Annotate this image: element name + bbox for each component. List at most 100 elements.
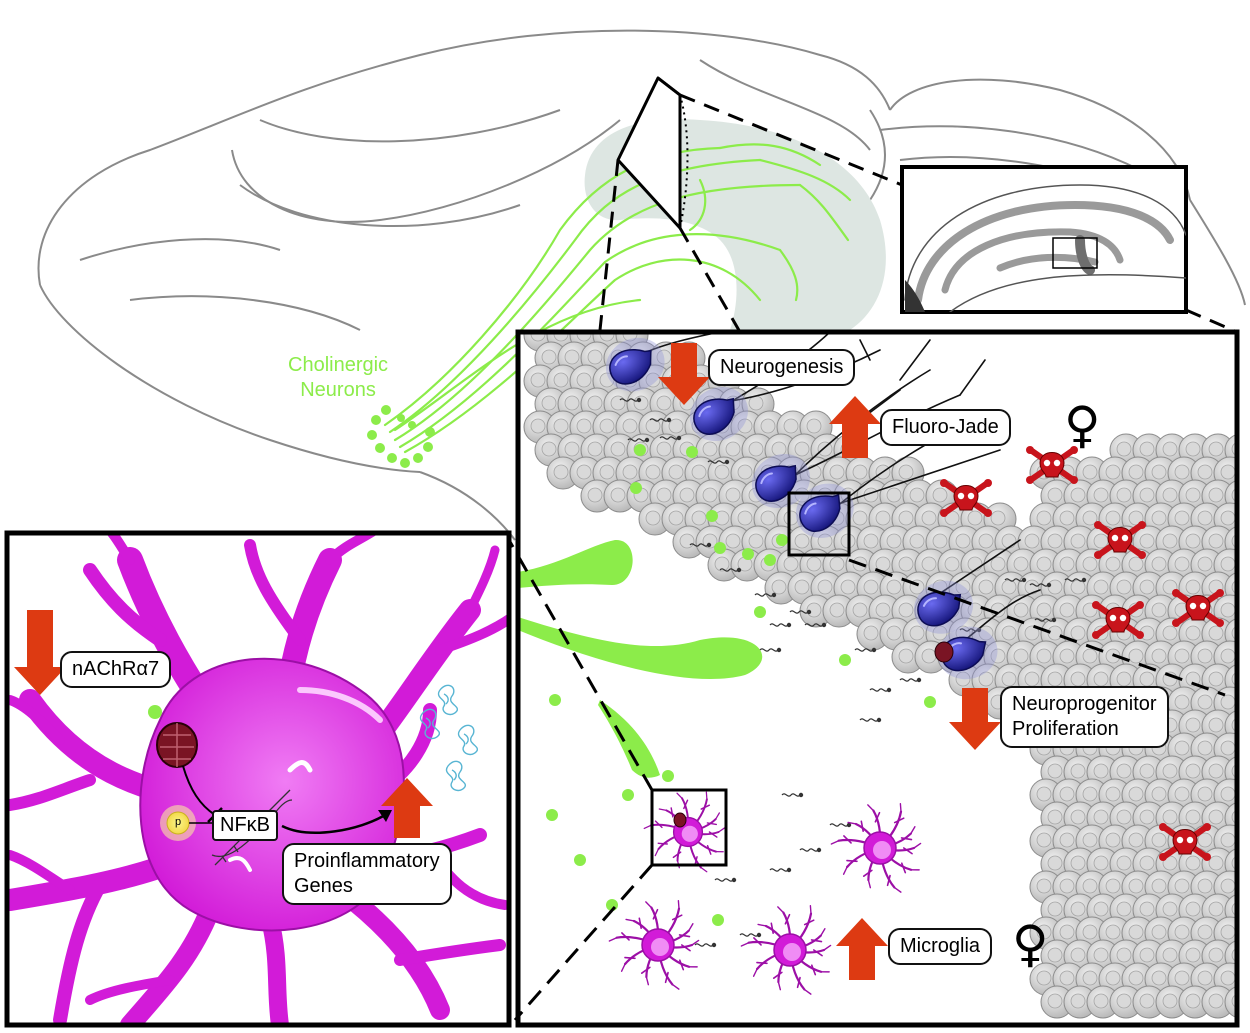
squiggle-head bbox=[871, 647, 877, 653]
squiggle bbox=[719, 568, 739, 572]
red-down-arrow-icon bbox=[14, 610, 66, 695]
acetylcholine-dot bbox=[742, 548, 754, 560]
squiggle bbox=[899, 678, 919, 682]
squiggle-head bbox=[816, 847, 822, 853]
neuron-selection-box bbox=[787, 491, 851, 557]
acetylcholine-dot bbox=[630, 482, 642, 494]
acetylcholine-dot bbox=[924, 696, 936, 708]
left-leader-bottom bbox=[513, 864, 654, 1021]
acetylcholine-dot bbox=[764, 554, 776, 566]
skull-crossbones-icon bbox=[1026, 446, 1078, 484]
microglia-selection-box bbox=[650, 788, 728, 867]
granule-cell bbox=[822, 594, 856, 628]
squiggle bbox=[769, 623, 789, 627]
acetylcholine-dot bbox=[714, 542, 726, 554]
neuron bbox=[795, 483, 854, 538]
cholinergic-terminals bbox=[367, 405, 435, 468]
squiggle bbox=[649, 418, 669, 422]
squiggle bbox=[859, 718, 879, 722]
small-microglia bbox=[608, 791, 922, 995]
squiggle-head bbox=[876, 717, 882, 723]
squiggle bbox=[759, 648, 779, 652]
neurogenesis-label: Neurogenesis bbox=[708, 349, 856, 386]
squiggle-head bbox=[1081, 577, 1087, 583]
squiggle-head bbox=[666, 417, 672, 423]
squiggle bbox=[689, 543, 709, 547]
activation-arrow bbox=[281, 813, 386, 834]
main-panel bbox=[515, 329, 1240, 1028]
skull-crossbones-icon bbox=[1172, 589, 1224, 627]
squiggle bbox=[959, 628, 979, 632]
female-symbol-icon: ♀ bbox=[1012, 915, 1049, 973]
granule-cell bbox=[603, 479, 637, 513]
cholinergic-axons bbox=[518, 539, 763, 778]
squiggle bbox=[694, 943, 714, 947]
fluoro-jade-label: Fluoro-Jade bbox=[880, 409, 1011, 446]
squiggle-head bbox=[644, 437, 650, 443]
squiggle bbox=[754, 593, 774, 597]
squiggle bbox=[804, 623, 824, 627]
acetylcholine-dot bbox=[686, 446, 698, 458]
cholinergic-neurons-label: Cholinergic Neurons bbox=[288, 354, 389, 401]
microglia-label: Microglia bbox=[888, 928, 993, 965]
squiggle-head bbox=[976, 627, 982, 633]
squiggle-head bbox=[786, 867, 792, 873]
granule-cell bbox=[1086, 985, 1120, 1019]
skull-crossbones-icon bbox=[940, 479, 992, 517]
squiggle-head bbox=[916, 677, 922, 683]
squiggle bbox=[799, 848, 819, 852]
squiggle-head bbox=[886, 687, 892, 693]
squiggle-head bbox=[846, 822, 852, 828]
receptor-icon bbox=[934, 641, 954, 663]
squiggle bbox=[714, 878, 734, 882]
squiggle-head bbox=[731, 877, 737, 883]
red-up-arrow-icon bbox=[381, 778, 433, 838]
neuron bbox=[751, 453, 810, 509]
acetylcholine-dot bbox=[549, 694, 561, 706]
soma-shine-2 bbox=[228, 856, 252, 872]
squiggle bbox=[707, 460, 727, 464]
acetylcholine-dot bbox=[839, 654, 851, 666]
acetylcholine-dot bbox=[546, 809, 558, 821]
squiggle bbox=[1004, 578, 1024, 582]
neuroprogenitor-label: Neuroprogenitor Proliferation bbox=[1000, 686, 1169, 748]
squiggle-head bbox=[1051, 617, 1057, 623]
squiggle bbox=[829, 823, 849, 827]
squiggle-head bbox=[756, 932, 762, 938]
inhibition-line bbox=[182, 765, 216, 816]
granule-cell bbox=[891, 640, 925, 674]
squiggle-head bbox=[711, 942, 717, 948]
red-down-arrow-icon bbox=[658, 343, 710, 405]
squiggle-head bbox=[821, 622, 827, 628]
neuron-leader bbox=[848, 558, 1226, 697]
neuron bbox=[605, 337, 665, 392]
red-up-arrow-icon bbox=[836, 918, 888, 980]
acetylcholine-dots bbox=[546, 444, 936, 926]
squiggle-head bbox=[1021, 577, 1027, 583]
neuron bbox=[913, 580, 974, 634]
acetylcholine-dot bbox=[634, 444, 646, 456]
squiggle-head bbox=[776, 647, 782, 653]
skull-crossbones-icon bbox=[1159, 823, 1211, 861]
cytokines-icon bbox=[419, 684, 479, 792]
squiggle bbox=[854, 648, 874, 652]
granule-cell bbox=[1155, 985, 1189, 1019]
squiggle bbox=[781, 793, 801, 797]
squiggle-head bbox=[676, 435, 682, 441]
granule-cell bbox=[580, 479, 614, 513]
receptor-icon bbox=[156, 722, 198, 768]
hippocampus-inset bbox=[900, 165, 1188, 314]
blue-neurons bbox=[605, 337, 998, 680]
red-up-arrow-icon bbox=[829, 396, 881, 458]
squiggle-head bbox=[786, 622, 792, 628]
squiggle bbox=[1064, 578, 1084, 582]
granule-cell bbox=[546, 456, 580, 490]
soma-shine bbox=[287, 760, 313, 773]
acetylcholine-dot bbox=[754, 606, 766, 618]
receptor-icon bbox=[673, 812, 687, 828]
squiggle bbox=[769, 868, 789, 872]
squiggle bbox=[627, 438, 647, 442]
skull-crossbones-icon bbox=[1092, 601, 1144, 639]
female-symbol-icon: ♀ bbox=[1064, 396, 1101, 454]
